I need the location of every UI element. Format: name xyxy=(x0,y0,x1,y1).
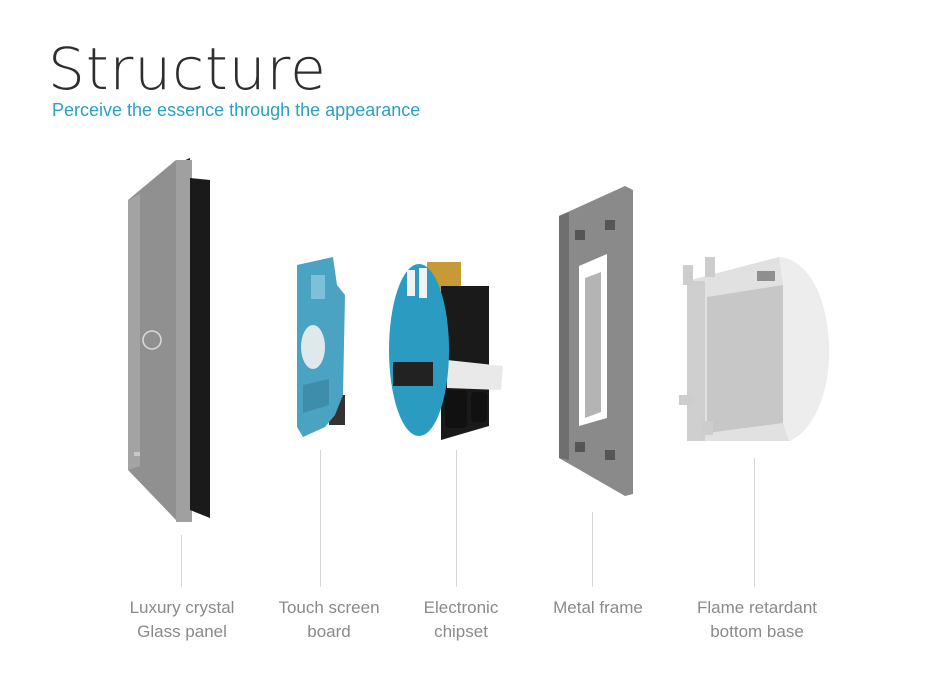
caption-line-2: board xyxy=(307,622,351,641)
caption-chipset: Electronic chipset xyxy=(376,596,546,644)
glass-panel-image xyxy=(128,158,210,522)
touch-board-image xyxy=(297,257,345,437)
leader-line-bottom-base xyxy=(754,458,755,587)
caption-line-1: Touch screen xyxy=(278,598,380,617)
caption-line-2: chipset xyxy=(434,622,488,641)
caption-line-1: Metal frame xyxy=(553,598,643,617)
page-title: Structure xyxy=(48,35,327,103)
bottom-base-image xyxy=(679,257,829,441)
leader-line-chipset xyxy=(456,450,457,587)
caption-line-1: Flame retardant xyxy=(697,598,817,617)
caption-metal-frame: Metal frame xyxy=(513,596,683,620)
caption-line-2: bottom base xyxy=(710,622,804,641)
caption-bottom-base: Flame retardant bottom base xyxy=(672,596,842,644)
leader-line-touch-board xyxy=(320,450,321,587)
metal-frame-image xyxy=(559,186,633,496)
leader-line-glass-panel xyxy=(181,535,182,587)
caption-glass-panel: Luxury crystal Glass panel xyxy=(97,596,267,644)
page-subtitle: Perceive the essence through the appeara… xyxy=(52,100,421,120)
caption-touch-board: Touch screen board xyxy=(244,596,414,644)
caption-line-1: Luxury crystal xyxy=(129,598,235,617)
caption-line-2: Glass panel xyxy=(137,622,227,641)
chipset-image xyxy=(389,262,503,440)
leader-line-metal-frame xyxy=(592,512,593,587)
caption-line-1: Electronic xyxy=(423,598,499,617)
